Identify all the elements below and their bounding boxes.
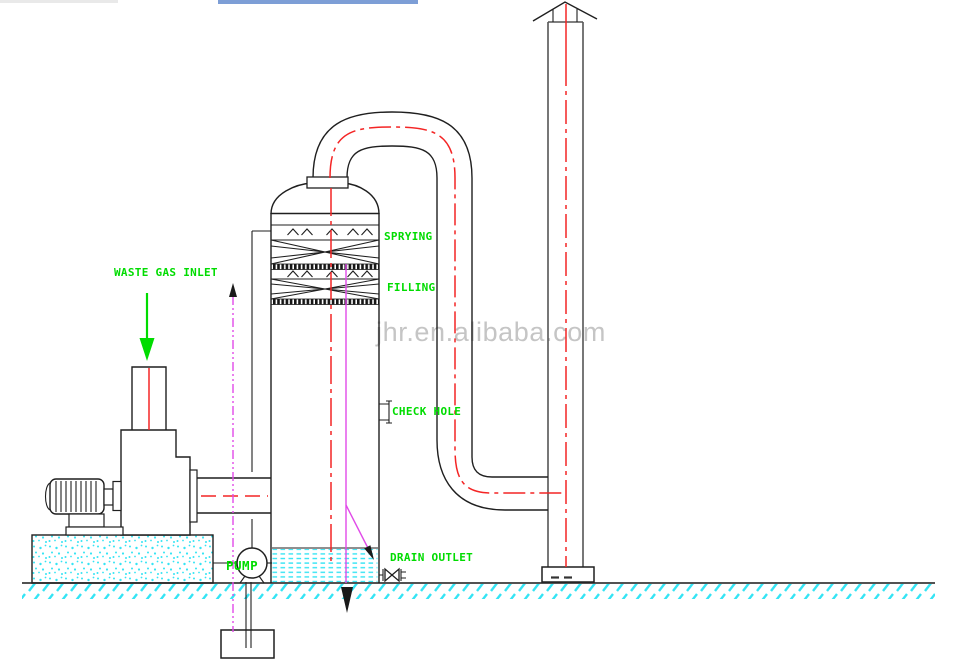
pump-legs — [239, 575, 265, 584]
blower-assembly — [44, 366, 271, 536]
label-filling: FILLING — [387, 281, 436, 294]
motor-shaft — [103, 488, 114, 506]
gas-inlet-duct — [131, 366, 167, 430]
flow-arrow-down — [341, 587, 353, 613]
chimney-stack — [532, 1, 598, 583]
spray-nozzles-row-2 — [287, 270, 373, 278]
valve-body-right — [391, 567, 400, 583]
motor-pedestal — [68, 513, 105, 528]
check-hole-symbol — [379, 400, 392, 424]
valve-flanges — [379, 569, 406, 581]
top-gray-bar — [0, 0, 118, 3]
connecting-duct — [312, 111, 548, 511]
label-check-hole: CHECK HOLE — [392, 405, 461, 418]
scrubber-tower — [270, 176, 392, 583]
waste-gas-arrow-head — [139, 338, 155, 361]
flow-arrow-up — [229, 283, 237, 297]
tower-neck-flange — [306, 176, 349, 189]
ground — [22, 582, 935, 599]
motor-end-cap — [44, 482, 51, 511]
label-drain-outlet: DRAIN OUTLET — [390, 551, 473, 564]
label-waste-gas-inlet: WASTE GAS INLET — [114, 266, 218, 279]
chimney-base-flange — [541, 566, 595, 583]
blower-outlet-flange — [189, 469, 198, 523]
drain-valve — [379, 567, 406, 583]
shaft-coupling — [112, 480, 122, 512]
valve-body-left — [384, 567, 393, 583]
packing-support-grate-2 — [270, 298, 380, 305]
duct-inner-wall — [346, 145, 548, 511]
recirculation-piping — [213, 230, 272, 648]
spray-nozzles-row-1 — [287, 228, 373, 236]
blower-foundation — [31, 534, 214, 584]
flow-arrow-drain — [364, 545, 374, 560]
scrollbar-thumb[interactable] — [218, 0, 418, 4]
duct-centerline — [329, 126, 566, 494]
packing-lattice-1 — [270, 239, 380, 265]
packing-lattice-2 — [270, 278, 380, 300]
motor-fins — [55, 481, 97, 512]
red-centerlines — [148, 4, 567, 567]
watermark-text: jhr.en.alibaba.com — [375, 317, 606, 347]
green-labels: WASTE GAS INLET SPRYING FILLING CHECK HO… — [114, 230, 473, 573]
motor-base-plate — [65, 526, 124, 536]
duct-outer-wall — [312, 111, 548, 478]
rain-cap-icon — [532, 1, 598, 22]
ground-hatch — [22, 584, 935, 599]
packing-support-grate-1 — [270, 263, 380, 270]
underground-tank — [220, 629, 275, 659]
pump-icon — [236, 547, 268, 579]
label-sprying: SPRYING — [384, 230, 433, 243]
sump-liquid — [272, 549, 378, 582]
label-pump: PUMP — [226, 558, 258, 573]
